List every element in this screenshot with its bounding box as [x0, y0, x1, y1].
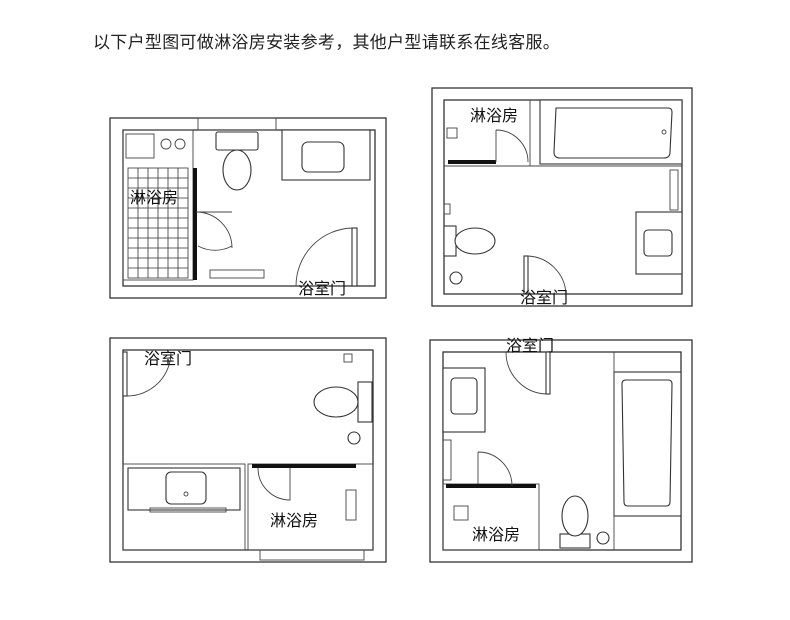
plan3-paper-holder: [343, 353, 353, 363]
plan4-toilet-bowl: [561, 495, 589, 537]
floor-plan-4: 浴室门 淋浴房: [429, 336, 693, 563]
plan4-door-swing: [505, 351, 547, 395]
plan4-shower-door-swing: [477, 451, 513, 487]
floor-plan-3: 浴室门 淋浴房: [109, 337, 387, 563]
plan2-door-swing: [527, 255, 567, 295]
plan1-door-label: 浴室门: [298, 279, 346, 298]
plan1-shelf: [125, 133, 155, 159]
plan1-valve-1: [160, 138, 172, 150]
plan1-door-swing: [295, 227, 353, 287]
plan1-valve-2: [174, 138, 186, 150]
plan4-sink-basin: [450, 377, 478, 415]
plan3-floor-drain: [347, 431, 361, 445]
plan1-door-leaf: [351, 227, 358, 287]
plan1-floor-mat: [209, 269, 265, 279]
plan3-shower-label: 淋浴房: [270, 511, 318, 530]
plan2-bathtub-drain: [661, 129, 667, 135]
plan2-toilet-bowl: [454, 227, 496, 255]
plan2-floor-drain: [449, 271, 463, 285]
plan4-outer-wall: [429, 339, 693, 563]
plan3-shower-area: [247, 463, 374, 551]
plan3-toilet-bowl: [313, 386, 359, 418]
plan3-shower-door-swing: [257, 467, 291, 501]
plan1-window: [197, 117, 277, 131]
plan4-door-leaf: [545, 351, 551, 395]
floor-plan-1: 淋浴房 浴室门: [109, 117, 387, 299]
plan2-sink-basin: [643, 229, 673, 257]
plan1-tile-grid: [127, 167, 189, 279]
plan1-shower-label: 淋浴房: [130, 188, 178, 207]
plan4-floor-drain: [596, 531, 610, 545]
plan3-sink-drain: [183, 491, 189, 497]
plan2-door-leaf: [523, 255, 529, 295]
plan3-toilet-tank: [357, 381, 373, 423]
plan3-door-label: 浴室门: [144, 349, 192, 368]
plan4-bathtub-basin: [621, 379, 673, 507]
plan3-door-leaf: [122, 351, 128, 397]
plan4-shower-label: 淋浴房: [472, 525, 520, 544]
plan2-towel-rack: [669, 169, 679, 211]
plan4-door-label: 浴室门: [506, 336, 554, 355]
plan3-towel-bar: [149, 507, 227, 513]
floor-plan-2: 淋浴房 浴室门: [431, 87, 693, 307]
plan3-sink-basin: [165, 471, 207, 505]
plan1-sink-basin: [301, 141, 345, 173]
plan3-bottom-window: [259, 549, 365, 561]
plan4-shower-head: [453, 505, 469, 521]
plan1-toilet-tank: [215, 131, 259, 151]
plan3-vanity-zone: [122, 463, 246, 551]
plan2-outer-wall: [431, 87, 693, 307]
plan2-door-label: 浴室门: [520, 288, 568, 307]
plan2-toilet-tank: [443, 225, 457, 257]
plan3-outer-wall: [109, 337, 387, 563]
plan3-shower-head: [345, 489, 357, 521]
plan1-toilet-bowl: [222, 149, 252, 191]
plan2-shower-head: [446, 127, 458, 139]
plan3-door-swing: [126, 351, 172, 397]
plan2-bathtub-basin: [553, 107, 673, 159]
plan2-paper-holder: [443, 203, 451, 215]
page-caption: 以下户型图可做淋浴房安装参考，其他户型请联系在线客服。: [93, 33, 561, 53]
plan1-shower-door-swing: [195, 211, 233, 249]
plan2-shower-door-swing: [495, 129, 529, 163]
plan1-shower-door-arc: [197, 245, 233, 251]
plan4-towel-rack: [442, 439, 452, 481]
plan2-shower-label: 淋浴房: [470, 106, 518, 125]
